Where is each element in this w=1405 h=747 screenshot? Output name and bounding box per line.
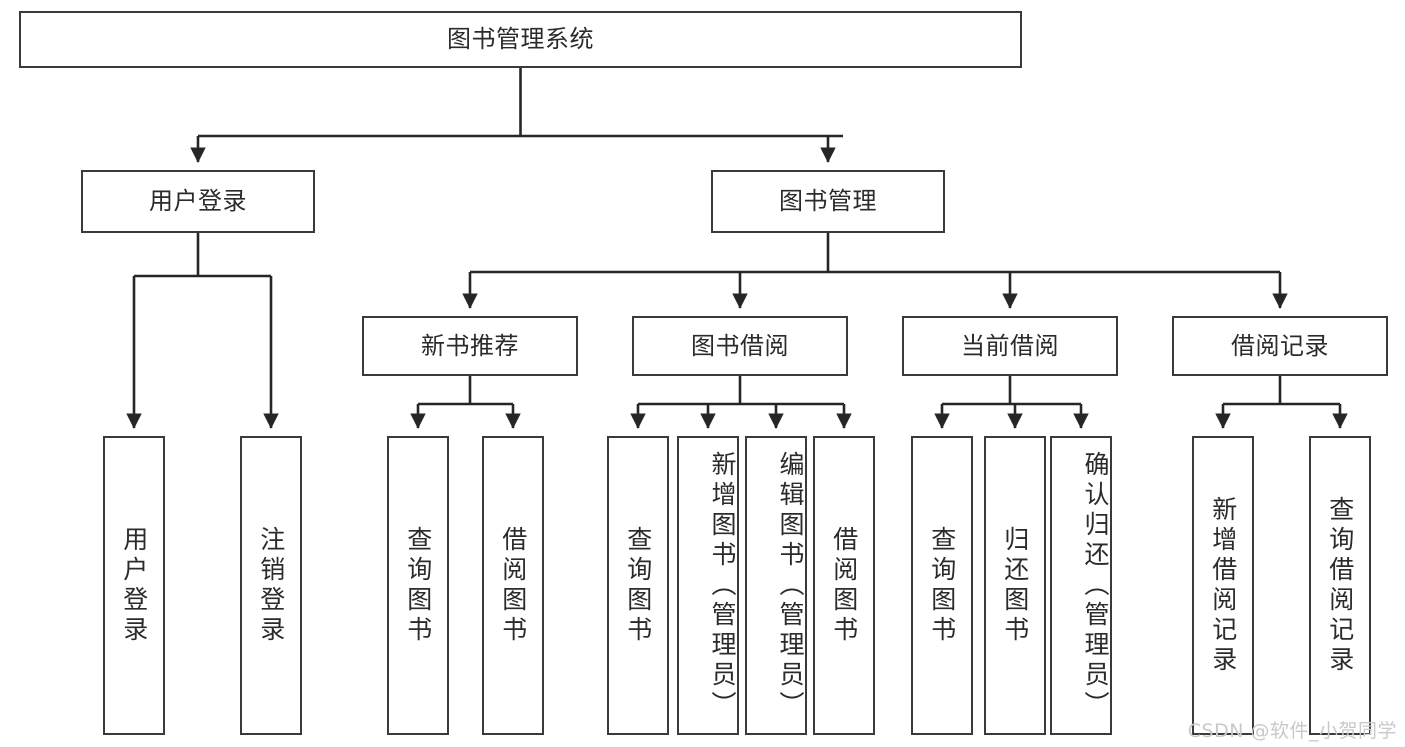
leaf-borrow-book-2[interactable]: 借阅图书 (813, 436, 875, 735)
leaf-add-book-admin-label: 新增图书（管理员） (708, 450, 737, 721)
leaf-logout[interactable]: 注销登录 (240, 436, 302, 735)
leaf-return-book[interactable]: 归还图书 (984, 436, 1046, 735)
node-root-label: 图书管理系统 (447, 25, 594, 54)
leaf-borrow-book-1-label: 借阅图书 (498, 525, 528, 646)
node-root[interactable]: 图书管理系统 (19, 11, 1022, 68)
node-user-login[interactable]: 用户登录 (81, 170, 315, 233)
leaf-confirm-return-admin-label: 确认归还（管理员） (1081, 450, 1110, 721)
node-current-borrow-label: 当前借阅 (961, 331, 1059, 360)
leaf-edit-book-admin[interactable]: 编辑图书（管理员） (745, 436, 807, 735)
node-user-login-label: 用户登录 (149, 187, 247, 216)
leaf-query-book-3-label: 查询图书 (927, 525, 957, 646)
node-current-borrow[interactable]: 当前借阅 (902, 316, 1118, 376)
node-borrow-record-label: 借阅记录 (1231, 331, 1329, 360)
leaf-user-login-label: 用户登录 (119, 525, 149, 646)
leaf-edit-book-admin-label: 编辑图书（管理员） (776, 450, 805, 721)
leaf-borrow-book-1[interactable]: 借阅图书 (482, 436, 544, 735)
node-book-manage[interactable]: 图书管理 (711, 170, 945, 233)
leaf-query-borrow-record[interactable]: 查询借阅记录 (1309, 436, 1371, 735)
leaf-query-book-1-label: 查询图书 (403, 525, 433, 646)
leaf-query-book-2[interactable]: 查询图书 (607, 436, 669, 735)
node-new-book-recommend[interactable]: 新书推荐 (362, 316, 578, 376)
leaf-query-book-1[interactable]: 查询图书 (387, 436, 449, 735)
leaf-query-book-2-label: 查询图书 (623, 525, 653, 646)
leaf-query-borrow-record-label: 查询借阅记录 (1325, 495, 1355, 676)
node-book-borrow[interactable]: 图书借阅 (632, 316, 848, 376)
node-book-manage-label: 图书管理 (779, 187, 877, 216)
leaf-borrow-book-2-label: 借阅图书 (829, 525, 859, 646)
leaf-confirm-return-admin[interactable]: 确认归还（管理员） (1050, 436, 1112, 735)
leaf-user-login[interactable]: 用户登录 (103, 436, 165, 735)
leaf-add-borrow-record-label: 新增借阅记录 (1208, 495, 1238, 676)
leaf-query-book-3[interactable]: 查询图书 (911, 436, 973, 735)
node-borrow-record[interactable]: 借阅记录 (1172, 316, 1388, 376)
node-new-book-recommend-label: 新书推荐 (421, 331, 519, 360)
leaf-add-borrow-record[interactable]: 新增借阅记录 (1192, 436, 1254, 735)
leaf-return-book-label: 归还图书 (1000, 525, 1030, 646)
leaf-logout-label: 注销登录 (256, 525, 286, 646)
watermark: CSDN @软件_小贺同学 (1187, 720, 1397, 742)
node-book-borrow-label: 图书借阅 (691, 331, 789, 360)
leaf-add-book-admin[interactable]: 新增图书（管理员） (677, 436, 739, 735)
